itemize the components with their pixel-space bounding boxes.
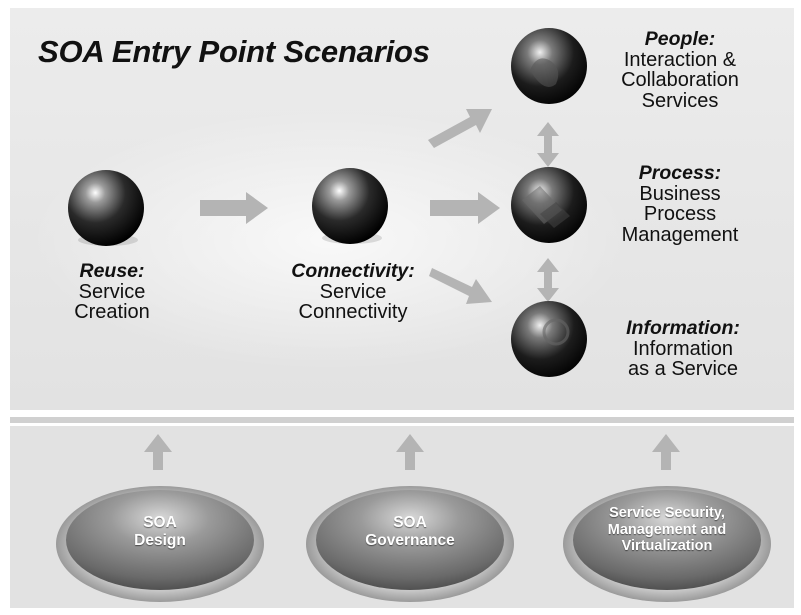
background-glow [30, 110, 630, 370]
sphere-information [511, 301, 587, 377]
sphere-icon [68, 170, 144, 246]
arrow-icon [430, 192, 500, 224]
arrow-icon [396, 434, 424, 470]
node-description: Interaction & Collaboration Services [621, 48, 739, 112]
up-arrows [144, 434, 680, 470]
node-information: Information: Information as a Service [598, 317, 768, 381]
divider [10, 417, 794, 423]
node-process: Process: Business Process Management [600, 162, 760, 246]
node-heading: Reuse: [79, 260, 145, 282]
sphere-reuse [68, 170, 144, 246]
node-heading: Information: [626, 317, 740, 339]
node-description: Information as a Service [627, 337, 739, 381]
vertical-arrows [537, 122, 559, 302]
double-arrow-icon [537, 122, 559, 167]
sphere-icon [511, 301, 587, 377]
sphere-icon [312, 168, 388, 244]
sphere-process [511, 167, 587, 243]
arrow-icon [144, 434, 172, 470]
flow-arrows [200, 109, 500, 304]
arrow-icon [429, 268, 492, 304]
arrow-icon [652, 434, 680, 470]
node-heading: People: [644, 28, 716, 50]
node-reuse: Reuse: Service Creation [50, 260, 174, 324]
node-description: Business Process Management [621, 182, 739, 246]
oval-governance [306, 486, 514, 602]
double-arrow-icon [537, 258, 559, 302]
oval-security [563, 486, 771, 602]
node-connectivity: Connectivity: Service Connectivity [270, 260, 436, 324]
node-description: Service Creation [74, 280, 150, 324]
oval-security-label: Service Security, Management and Virtual… [607, 505, 727, 555]
oval-governance-label: SOA Governance [365, 514, 455, 549]
node-people: People: Interaction & Collaboration Serv… [600, 28, 760, 112]
diagram-title: SOA Entry Point Scenarios [38, 34, 430, 69]
sphere-connectivity [312, 168, 388, 244]
node-description: Service Connectivity [298, 280, 408, 324]
node-heading: Connectivity: [291, 260, 415, 282]
arrow-icon [200, 192, 268, 224]
arrow-icon [428, 109, 492, 148]
oval-design-label: SOA Design [134, 514, 186, 549]
oval-design [56, 486, 264, 602]
node-heading: Process: [638, 162, 722, 184]
sphere-people [511, 28, 587, 104]
